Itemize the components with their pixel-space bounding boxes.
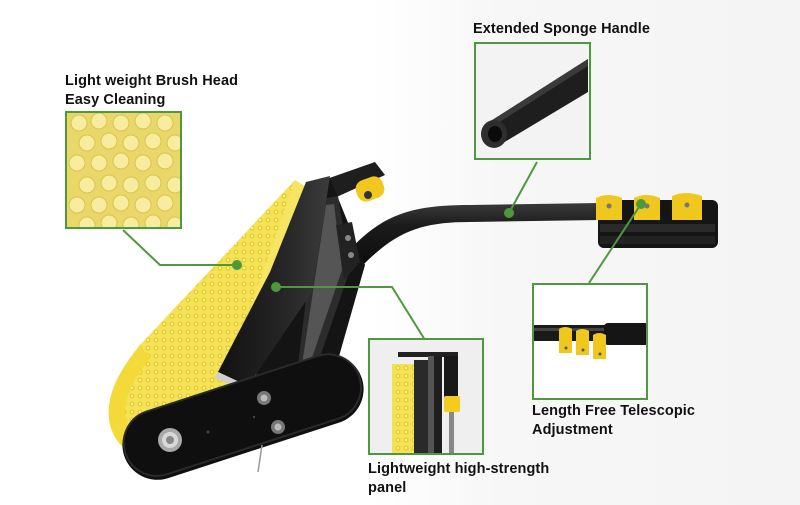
callout-label-telescopic: Length Free Telescopic Adjustment [532,402,695,440]
callout-label-line1: Light weight Brush Head [65,73,239,89]
callout-label-sponge-handle: Extended Sponge Handle [473,20,650,39]
handle-pole [345,193,718,268]
callout-label-line1: Lightweight high-strength [368,461,550,477]
bristle-closeup-image [67,113,180,227]
foam-tube-closeup-image [481,59,588,148]
callout-label-line1: Length Free Telescopic [532,403,696,419]
panel-side-view-image [392,352,460,453]
callout-label-brush-head: Light weight Brush Head Easy Cleaning [65,72,238,110]
telescopic-clamps-closeup-image [534,323,646,359]
callout-label-panel: Lightweight high-strength panel [368,460,549,498]
inset-brush-bristles [65,111,182,229]
inset-panel-side-view [368,338,484,455]
inset-foam-tube [474,42,591,160]
callout-label-line2: Easy Cleaning [65,92,166,108]
callout-label-line1: Extended Sponge Handle [473,21,651,37]
callout-connectors [122,161,646,341]
inset-telescopic-clamps [532,283,648,400]
callout-label-line2: Adjustment [532,422,613,438]
end-plate [122,353,364,480]
callout-label-line2: panel [368,480,407,496]
